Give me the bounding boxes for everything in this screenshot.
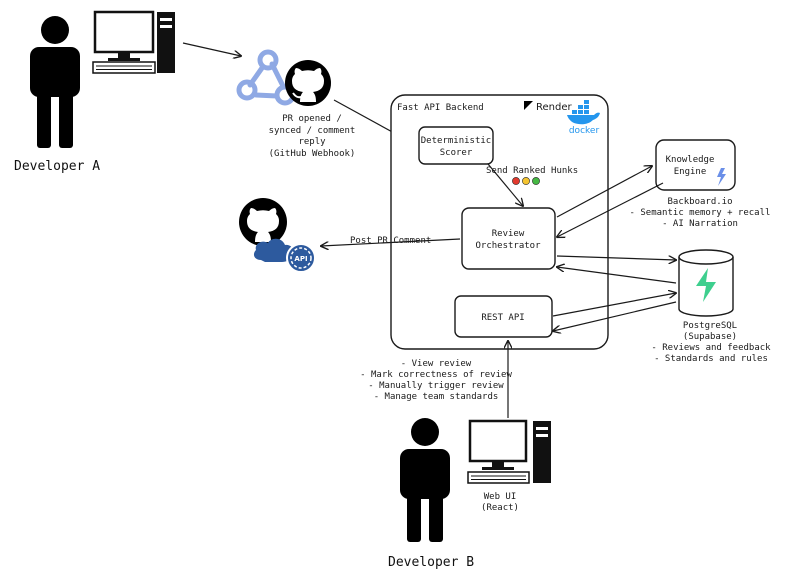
svg-text:(GitHub Webhook): (GitHub Webhook) [269, 149, 356, 159]
arrow-postgres-to-restapi [553, 301, 677, 331]
rest-api-box [454, 295, 553, 338]
knowledge-label-line2: Engine [674, 167, 707, 177]
web-ui-actions-list: - View review - Mark correctness of revi… [360, 359, 512, 402]
svg-text:- Mark correctness of review: - Mark correctness of review [360, 370, 512, 380]
developer-a-label: Developer A [14, 159, 100, 174]
svg-text:reply: reply [298, 137, 326, 147]
svg-text:- Manually trigger review: - Manually trigger review [368, 381, 504, 391]
backboard-name: Backboard.io [667, 197, 732, 207]
postgres-label-line1: PostgreSQL [683, 321, 737, 331]
arrow-postgres-to-orchestrator [557, 267, 677, 284]
github-icon [285, 60, 331, 106]
arrow-scorer-to-orchestrator [487, 163, 523, 206]
postgres-bullet-1: - Reviews and feedback [651, 343, 771, 353]
arrow-orchestrator-to-github [321, 238, 461, 246]
svg-text:- Manage team standards: - Manage team standards [374, 392, 499, 402]
send-ranked-hunks-label: Send Ranked Hunks [486, 166, 578, 176]
docker-icon [567, 100, 600, 125]
arrow-orchestrator-to-postgres [556, 255, 676, 260]
github-api-icon [239, 198, 316, 273]
orchestrator-label-line1: Review [492, 229, 525, 239]
developer-b-computer-icon [467, 419, 551, 484]
web-ui-label-line2: (React) [481, 503, 519, 513]
postgres-bullet-2: - Standards and rules [654, 354, 768, 364]
svg-text:- View review: - View review [401, 359, 472, 369]
svg-text:synced / comment: synced / comment [269, 126, 356, 136]
developer-a-person-icon [30, 16, 80, 148]
web-ui-label-line1: Web UI [484, 492, 517, 502]
backend-title: Fast API Backend [397, 103, 484, 113]
developer-b-person-icon [400, 418, 450, 542]
review-orchestrator-box [461, 207, 556, 270]
arrow-orchestrator-to-knowledge [556, 166, 652, 218]
knowledge-bullet-2: - AI Narration [662, 219, 738, 229]
developer-b-label: Developer B [388, 555, 474, 570]
postgres-label-line2: (Supabase) [683, 332, 737, 342]
docker-label: docker [569, 126, 600, 136]
orchestrator-label-line2: Orchestrator [475, 241, 541, 251]
knowledge-label-line1: Knowledge [666, 155, 715, 165]
backboard-logo-icon [717, 168, 726, 186]
supabase-logo-icon [696, 268, 716, 302]
knowledge-bullet-1: - Semantic memory + recall [630, 208, 771, 218]
api-badge-label: API [294, 255, 307, 263]
scorer-label-line1: Deterministic [421, 136, 491, 146]
svg-text:PR opened /: PR opened / [282, 114, 342, 124]
traffic-light-icon [512, 177, 540, 185]
knowledge-engine-box [655, 139, 736, 191]
render-label: Render [536, 102, 572, 113]
scorer-label-line2: Scorer [440, 148, 473, 158]
arrow-restapi-to-postgres [552, 293, 676, 317]
render-logo-icon [524, 101, 533, 110]
webhook-description: PR opened / synced / comment reply (GitH… [269, 114, 356, 159]
post-pr-comment-label: Post PR Comment [350, 236, 431, 246]
developer-a-computer-icon [92, 10, 175, 74]
arrow-developer-a-to-webhook [182, 42, 241, 56]
arrow-knowledge-to-orchestrator [557, 182, 664, 237]
rest-api-label: REST API [481, 313, 524, 323]
deterministic-scorer-box [418, 126, 494, 165]
webhook-icon [236, 49, 296, 106]
